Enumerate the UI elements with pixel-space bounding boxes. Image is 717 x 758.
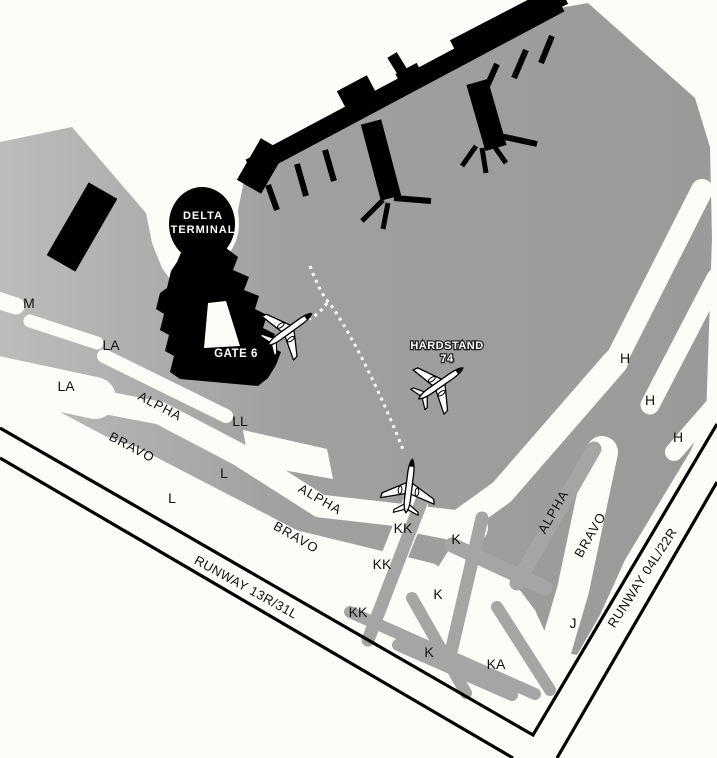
label-taxiway-k-1: K bbox=[451, 531, 461, 547]
label-taxiway-h-1: H bbox=[620, 350, 630, 366]
label-taxiway-l-1: L bbox=[220, 465, 228, 481]
pier-finger-2 bbox=[294, 163, 309, 197]
label-taxiway-k-2: K bbox=[433, 586, 443, 602]
label-taxiway-ll: LL bbox=[232, 413, 248, 429]
taxiway-h-3 bbox=[665, 397, 717, 461]
label-taxiway-kk-3: KK bbox=[349, 604, 368, 620]
label-taxiway-h-2: H bbox=[645, 392, 655, 408]
stem2-jetbridge-a bbox=[499, 133, 538, 147]
strip-k-connector bbox=[444, 537, 553, 596]
taxiway-h-2 bbox=[640, 268, 717, 415]
label-delta-line-1: DELTA bbox=[183, 210, 223, 222]
concourse-stem-2 bbox=[466, 78, 507, 152]
pier-finger-5 bbox=[511, 48, 529, 80]
label-taxiway-la-1: LA bbox=[102, 337, 120, 353]
runway-04l-22r-east-edge bbox=[555, 481, 717, 758]
strip-alpha-ne-island bbox=[509, 441, 602, 591]
label-taxiway-m: M bbox=[23, 295, 35, 311]
building-terminal-bar-end-block bbox=[236, 138, 286, 194]
label-gate-6: GATE 6 bbox=[214, 348, 258, 360]
label-delta-line-2: TERMINAL bbox=[171, 224, 236, 236]
label-taxiway-ka: KA bbox=[487, 656, 506, 672]
strip-ka-south bbox=[392, 639, 518, 701]
label-taxiway-kk-2: KK bbox=[373, 556, 392, 572]
taxiway-m-stub bbox=[0, 291, 25, 315]
stem2-jetbridge-b bbox=[491, 144, 509, 165]
taxiway-alpha bbox=[58, 384, 472, 534]
runway-13r-31l-south-edge bbox=[0, 456, 514, 758]
pier-finger-6 bbox=[538, 34, 555, 65]
taxiway-k-pad bbox=[448, 514, 488, 554]
taxiway-la-north bbox=[23, 314, 104, 350]
pier-finger-3 bbox=[322, 149, 337, 182]
stem2-jetbridge-c bbox=[479, 147, 489, 174]
label-taxiway-j: J bbox=[570, 615, 577, 631]
building-terminal-step-block bbox=[336, 75, 378, 111]
taxiway-ll bbox=[97, 349, 233, 423]
label-taxiway-la-2: LA bbox=[57, 378, 75, 394]
building-delta-terminal-rotunda bbox=[169, 187, 235, 261]
strip-ka-east bbox=[491, 601, 556, 696]
gate-6-apron-notch bbox=[204, 301, 240, 348]
pier-finger-1 bbox=[265, 183, 280, 212]
building-hangar-west bbox=[46, 182, 118, 272]
label-taxiway-kk-1: KK bbox=[394, 520, 413, 536]
taxiway-ll-pad bbox=[243, 430, 333, 479]
stem1-jetbridge-a bbox=[360, 198, 385, 223]
building-terminal-stub-block bbox=[395, 62, 425, 90]
runway-13r-31l-north-edge-and-04l-22r-west-edge bbox=[0, 423, 717, 738]
strip-k-edge bbox=[441, 511, 489, 672]
building-terminal-bar-widener bbox=[449, 0, 569, 60]
apron-area bbox=[0, 3, 712, 655]
strip-kk-edge bbox=[361, 488, 431, 647]
stem2-jetbridge-d bbox=[459, 144, 479, 168]
label-taxiway-h-3: H bbox=[673, 429, 683, 445]
stem1-jetbridge-c bbox=[393, 195, 432, 204]
taxiway-bravo-ne bbox=[540, 436, 618, 664]
label-hardstand-line-1: HARDSTAND bbox=[410, 340, 483, 352]
label-hardstand-line-2: 74 bbox=[440, 353, 454, 365]
taxiway-bravo bbox=[4, 407, 441, 585]
pushback-route-dotted-branch bbox=[308, 302, 329, 321]
pushback-route-dotted-main bbox=[308, 265, 406, 453]
stem1-jetbridge-b bbox=[380, 202, 391, 230]
taxiway-h-1 bbox=[604, 179, 713, 373]
label-taxiway-l-2: L bbox=[168, 490, 176, 506]
concourse-stem-1 bbox=[360, 119, 402, 201]
label-taxiway-k-3: K bbox=[424, 644, 434, 660]
taxiway-alpha-ne bbox=[439, 349, 628, 541]
